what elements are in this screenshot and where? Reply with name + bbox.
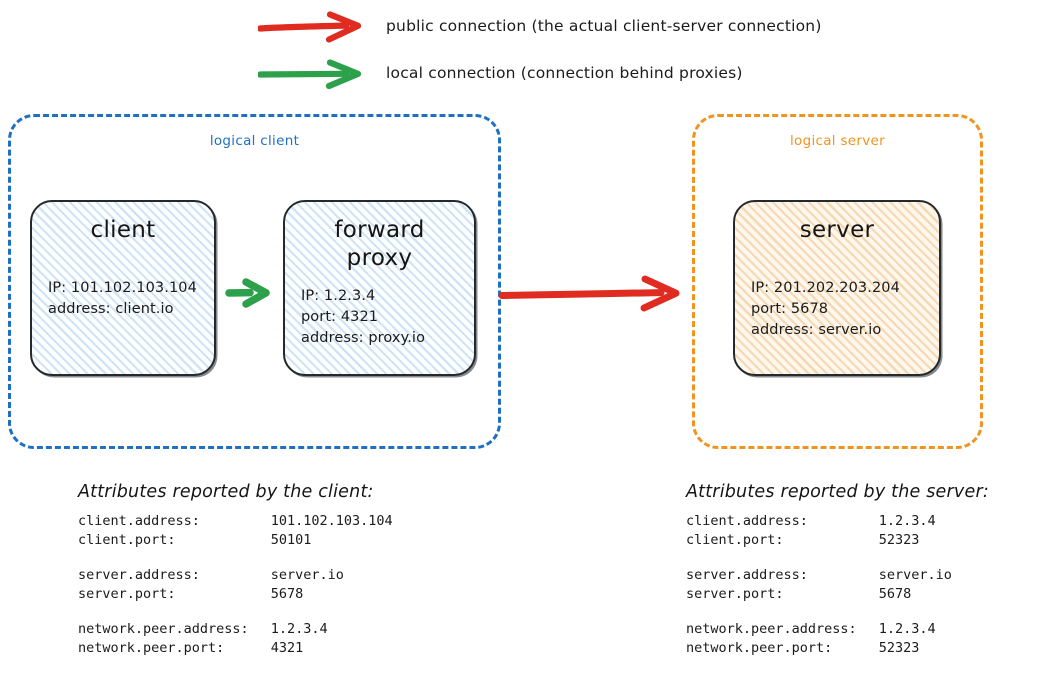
node-forward-proxy-attributes: IP: 1.2.3.4 port: 4321 address: proxy.io xyxy=(301,286,458,349)
node-forward-proxy-body: forward proxy IP: 1.2.3.4 port: 4321 add… xyxy=(285,202,474,374)
attribute-key: network.peer.address: xyxy=(78,621,249,637)
attribute-value: 1.2.3.4 xyxy=(878,621,936,637)
node-server-attr-port: port: 5678 xyxy=(751,301,829,318)
red-arrow-icon xyxy=(258,11,362,43)
node-forward-proxy-title: forward proxy xyxy=(301,216,458,272)
public-connection-arrow xyxy=(498,275,680,312)
node-server-attributes: IP: 201.202.203.204 port: 5678 address: … xyxy=(751,278,923,341)
attribute-key: network.peer.port: xyxy=(686,639,833,656)
node-server-body: server IP: 201.202.203.204 port: 5678 ad… xyxy=(735,202,939,374)
attribute-key: server.address: xyxy=(78,567,200,583)
attribute-key: server.port: xyxy=(78,585,176,602)
node-forward-proxy-attr-port: port: 4321 xyxy=(301,309,379,326)
node-forward-proxy[interactable]: forward proxy IP: 1.2.3.4 port: 4321 add… xyxy=(283,200,476,376)
node-client-body: client IP: 101.102.103.104 address: clie… xyxy=(32,202,214,374)
logical-server-label: logical server xyxy=(789,133,885,149)
attribute-key: server.port: xyxy=(686,585,784,602)
node-forward-proxy-title-line2: proxy xyxy=(346,245,413,272)
client-attributes-heading: Attributes reported by the client: xyxy=(78,482,374,502)
legend-label-public-connection: public connection (the actual client-ser… xyxy=(386,17,822,35)
attribute-key: server.address: xyxy=(686,567,808,583)
attribute-key: client.port: xyxy=(686,531,784,548)
node-forward-proxy-title-line1: forward xyxy=(334,217,425,243)
attribute-value: server.io xyxy=(270,567,344,583)
node-client-title: client xyxy=(90,217,156,243)
attribute-value: 52323 xyxy=(878,531,920,548)
attribute-row: client.address: 101.102.103.104 xyxy=(78,512,393,531)
attribute-value: 5678 xyxy=(878,585,912,602)
attribute-row: server.address: server.io xyxy=(78,566,393,585)
logical-client-group: logical client xyxy=(8,114,501,449)
server-attributes-heading: Attributes reported by the server: xyxy=(686,482,989,502)
attribute-row-spacer xyxy=(686,603,952,620)
local-connection-arrow xyxy=(225,278,270,308)
attribute-value: 52323 xyxy=(878,639,920,656)
node-client-attributes: IP: 101.102.103.104 address: client.io xyxy=(48,278,198,320)
attribute-row: client.port: 50101 xyxy=(78,531,393,550)
attribute-row: network.peer.address: 1.2.3.4 xyxy=(78,620,393,639)
attribute-value: 50101 xyxy=(270,531,312,548)
attribute-value: 101.102.103.104 xyxy=(270,513,393,529)
attribute-key: network.peer.address: xyxy=(686,621,857,637)
legend-item-public-connection: public connection (the actual client-ser… xyxy=(258,9,822,43)
attribute-row-spacer xyxy=(78,603,393,620)
node-server-title: server xyxy=(799,217,875,243)
attribute-key: client.address: xyxy=(686,513,808,529)
attribute-row: network.peer.port: 4321 xyxy=(78,639,393,658)
logical-server-group: logical server xyxy=(692,114,983,449)
attribute-row: client.address: 1.2.3.4 xyxy=(686,512,952,531)
node-server-attr-ip: IP: 201.202.203.204 xyxy=(751,280,900,297)
attribute-key: network.peer.port: xyxy=(78,639,225,656)
client-attributes-rows: client.address: 101.102.103.104 client.por… xyxy=(78,512,393,657)
node-server-attr-address: address: server.io xyxy=(751,322,882,339)
logical-client-label: logical client xyxy=(209,133,300,149)
attribute-row: network.peer.port: 52323 xyxy=(686,639,952,658)
attribute-value: 1.2.3.4 xyxy=(878,513,936,529)
attribute-value: 4321 xyxy=(270,639,304,656)
attribute-row: client.port: 52323 xyxy=(686,531,952,550)
attribute-value: server.io xyxy=(878,567,952,583)
legend-item-local-connection: local connection (connection behind prox… xyxy=(258,56,743,90)
node-server[interactable]: server IP: 201.202.203.204 port: 5678 ad… xyxy=(733,200,941,376)
node-client-attr-address: address: client.io xyxy=(48,301,174,318)
attribute-row: server.port: 5678 xyxy=(686,585,952,604)
attribute-row-spacer xyxy=(686,549,952,566)
client-attributes-block: Attributes reported by the client: clien… xyxy=(78,482,393,657)
attribute-value: 5678 xyxy=(270,585,304,602)
green-arrow-icon xyxy=(258,59,362,90)
node-forward-proxy-attr-address: address: proxy.io xyxy=(301,330,426,347)
client-attributes-table: client.address: 101.102.103.104 client.por… xyxy=(78,512,393,657)
attribute-row: server.port: 5678 xyxy=(78,585,393,604)
node-forward-proxy-attr-ip: IP: 1.2.3.4 xyxy=(301,288,376,305)
attribute-row-spacer xyxy=(78,549,393,566)
attribute-value: 1.2.3.4 xyxy=(270,621,328,637)
node-client[interactable]: client IP: 101.102.103.104 address: clie… xyxy=(30,200,216,376)
attribute-row: network.peer.address: 1.2.3.4 xyxy=(686,620,952,639)
attribute-row: server.address: server.io xyxy=(686,566,952,585)
legend-label-local-connection: local connection (connection behind prox… xyxy=(386,64,743,82)
attribute-key: client.address: xyxy=(78,513,200,529)
node-client-attr-ip: IP: 101.102.103.104 xyxy=(48,280,197,297)
server-attributes-block: Attributes reported by the server: clien… xyxy=(686,482,989,657)
attribute-key: client.port: xyxy=(78,531,176,548)
